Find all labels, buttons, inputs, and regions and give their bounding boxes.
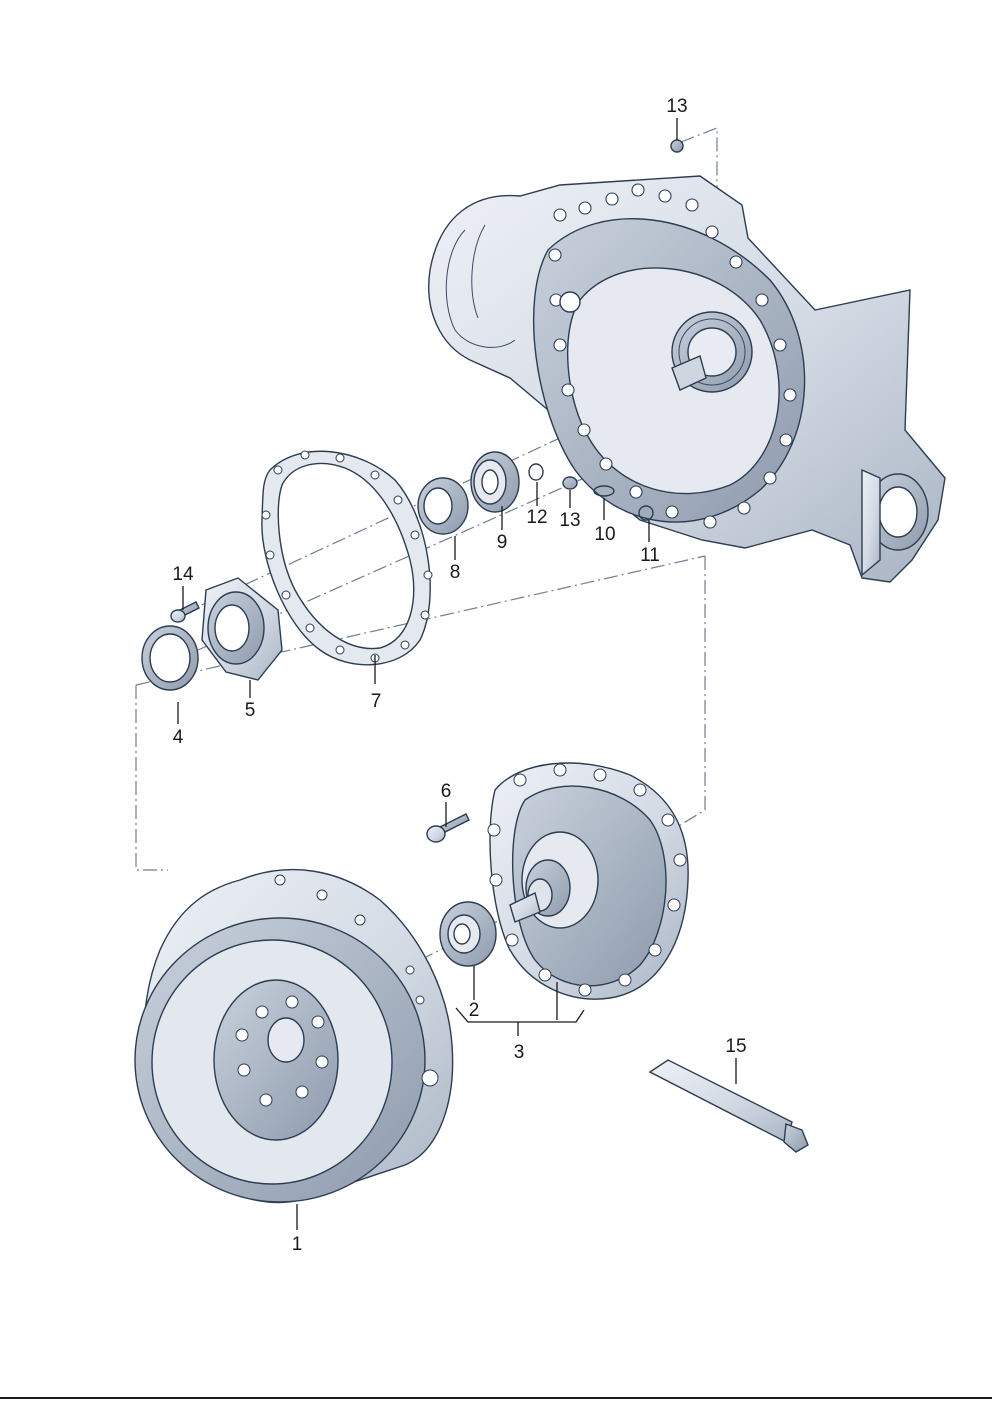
bolt-6: [426, 813, 470, 843]
bolt-14: [170, 601, 200, 623]
bearing-housing: [201, 577, 283, 681]
callout-12: 12: [526, 507, 547, 528]
callout-2: 2: [469, 1000, 480, 1021]
callout-8: 8: [450, 562, 461, 583]
callout-6: 6: [441, 781, 452, 802]
callout-5: 5: [245, 700, 256, 721]
dowel-sleeve-top: [670, 139, 684, 153]
callout-labels: 13 14 6 4 5 7 8 9 12 13 10 11 2 3 1 15: [172, 96, 746, 1255]
shaft-seal: [439, 901, 497, 967]
retaining-plate: [470, 451, 520, 513]
gasket: [261, 450, 433, 666]
callout-10: 10: [594, 524, 615, 545]
sealing-ring: [141, 625, 199, 691]
dowel-sleeve-13: [562, 476, 578, 490]
dual-mass-flywheel: [134, 868, 454, 1204]
callout-9: 9: [497, 532, 508, 553]
housing-bolt-holes: [548, 183, 797, 529]
callout-3: 3: [514, 1042, 525, 1063]
o-ring-12: [528, 463, 544, 481]
o-ring-11: [638, 505, 654, 521]
callout-14: 14: [172, 564, 194, 585]
callout-15: 15: [725, 1036, 746, 1057]
electric-motor: [487, 762, 689, 1000]
callout-1: 1: [292, 1234, 303, 1255]
callout-4: 4: [173, 727, 184, 748]
callout-13-top: 13: [666, 96, 687, 117]
leader-lines: [177, 118, 737, 1230]
shaft-seal-ring: [417, 477, 469, 535]
gearbox-housing: [428, 175, 946, 583]
callout-11: 11: [640, 545, 660, 566]
grease-tube: [648, 1059, 809, 1153]
callout-7: 7: [371, 691, 382, 712]
o-ring-10: [593, 485, 615, 497]
callout-13: 13: [559, 510, 580, 531]
bottom-rule: [0, 1397, 992, 1399]
